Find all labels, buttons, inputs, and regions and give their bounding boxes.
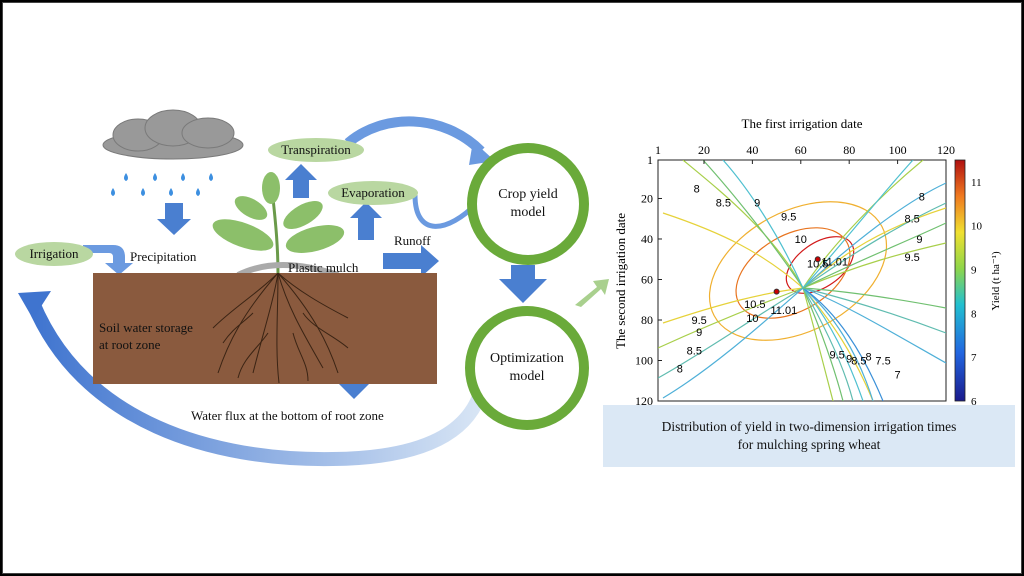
contour-label: 8.5 (716, 198, 731, 210)
colorbar-tick-label: 9 (971, 265, 977, 277)
contour-label: 8 (865, 351, 871, 363)
precipitation-arrow-icon (157, 203, 191, 235)
colorbar-ticks: 6 7 8 9 10 11 (971, 177, 983, 408)
y-tick-label: 60 (641, 272, 653, 286)
y-tick-label: 100 (635, 353, 653, 367)
contour-label: 8.5 (851, 355, 866, 367)
rain-drops-icon (111, 173, 213, 196)
contour-label: 8 (694, 183, 700, 195)
chart-title: The first irrigation date (742, 116, 863, 131)
colorbar (954, 159, 966, 402)
x-tick-label: 40 (746, 143, 758, 157)
caption-line-1: Distribution of yield in two-dimension i… (661, 419, 957, 434)
contour-label: 11.01 (770, 305, 797, 317)
contour-label: 9 (916, 234, 922, 246)
x-tick-label: 1 (655, 143, 661, 157)
contour-label: 9.5 (781, 212, 796, 224)
contour-label: 9.5 (691, 315, 706, 327)
runoff-arrow-icon (383, 245, 439, 277)
colorbar-label: Yield (t ha⁻¹) (990, 251, 1002, 311)
contour-label: 9.5 (904, 252, 919, 264)
colorbar-tick-label: 6 (971, 396, 977, 408)
precipitation-label: Precipitation (130, 249, 197, 264)
contour-label: 10 (795, 234, 807, 246)
contour-label: 10.5 (744, 299, 765, 311)
y-tick-label: 20 (641, 191, 653, 205)
feedback-arrow (26, 296, 490, 467)
colorbar-tick-label: 11 (971, 177, 982, 189)
soil-storage-label: Soil water storage at root zone (99, 320, 193, 352)
contour-label: 8.5 (904, 214, 919, 226)
plastic-mulch-label: Plastic mulch (288, 260, 359, 275)
contour-label: 9.5 (829, 349, 844, 361)
contour-label: 10.5 (807, 258, 828, 270)
contour-label: 11.01 (821, 256, 848, 268)
soil-block: Soil water storage at root zone (93, 273, 437, 384)
feedback-arrow-head-icon (18, 291, 51, 319)
y-tick-label: 80 (641, 313, 653, 327)
x-tick-label: 60 (795, 143, 807, 157)
y-axis-label: The second irrigation date (613, 213, 628, 349)
chart-plot-area (657, 159, 947, 402)
contour-label: 9 (754, 198, 760, 210)
contour-label: 7 (895, 370, 901, 382)
contour-label: 10 (746, 313, 758, 325)
water-flux-label: Water flux at the bottom of root zone (191, 408, 384, 423)
contour-label: 8.5 (687, 345, 702, 357)
peak-marker (814, 256, 821, 263)
contour-label: 9 (696, 327, 702, 339)
contour-lines (658, 160, 946, 401)
x-tick-label: 80 (843, 143, 855, 157)
peak-marker (773, 288, 780, 295)
contour-label: 7.5 (875, 355, 890, 367)
roots-icon (212, 273, 349, 384)
contour-label: 8 (919, 191, 925, 203)
evaporation-label: Evaporation (328, 181, 418, 205)
colorbar-tick-label: 10 (971, 221, 983, 233)
chart-caption: Distribution of yield in two-dimension i… (603, 405, 1015, 467)
plant-icon (212, 172, 345, 276)
transpiration-to-model-arrow (344, 116, 485, 155)
colorbar-tick-label: 7 (971, 352, 977, 364)
plastic-mulch-shape (236, 262, 339, 278)
contour-label: 9 (846, 353, 852, 365)
runoff-label: Runoff (394, 233, 431, 248)
x-tick-label: 100 (889, 143, 907, 157)
irrigation-label: Irrigation (15, 242, 93, 266)
cloud-icon (102, 109, 244, 160)
y-tick-label: 120 (635, 394, 653, 408)
caption-line-2: for mulching spring wheat (737, 437, 881, 452)
transpiration-arrow-icon (285, 164, 317, 198)
transpiration-label: Transpiration (268, 138, 364, 162)
evaporation-arrow-icon (350, 202, 382, 240)
irrigation-arrow-icon (83, 245, 133, 275)
peak-markers (773, 256, 821, 295)
x-tick-label: 120 (937, 143, 955, 157)
x-tick-label: 20 (698, 143, 710, 157)
contour-label: 8 (677, 364, 683, 376)
model-link-arrow-icon (499, 265, 547, 303)
colorbar-tick-label: 8 (971, 308, 977, 320)
y-tick-label: 1 (647, 153, 653, 167)
model-to-chart-arrow-icon (575, 279, 609, 307)
y-tick-label: 40 (641, 232, 653, 246)
